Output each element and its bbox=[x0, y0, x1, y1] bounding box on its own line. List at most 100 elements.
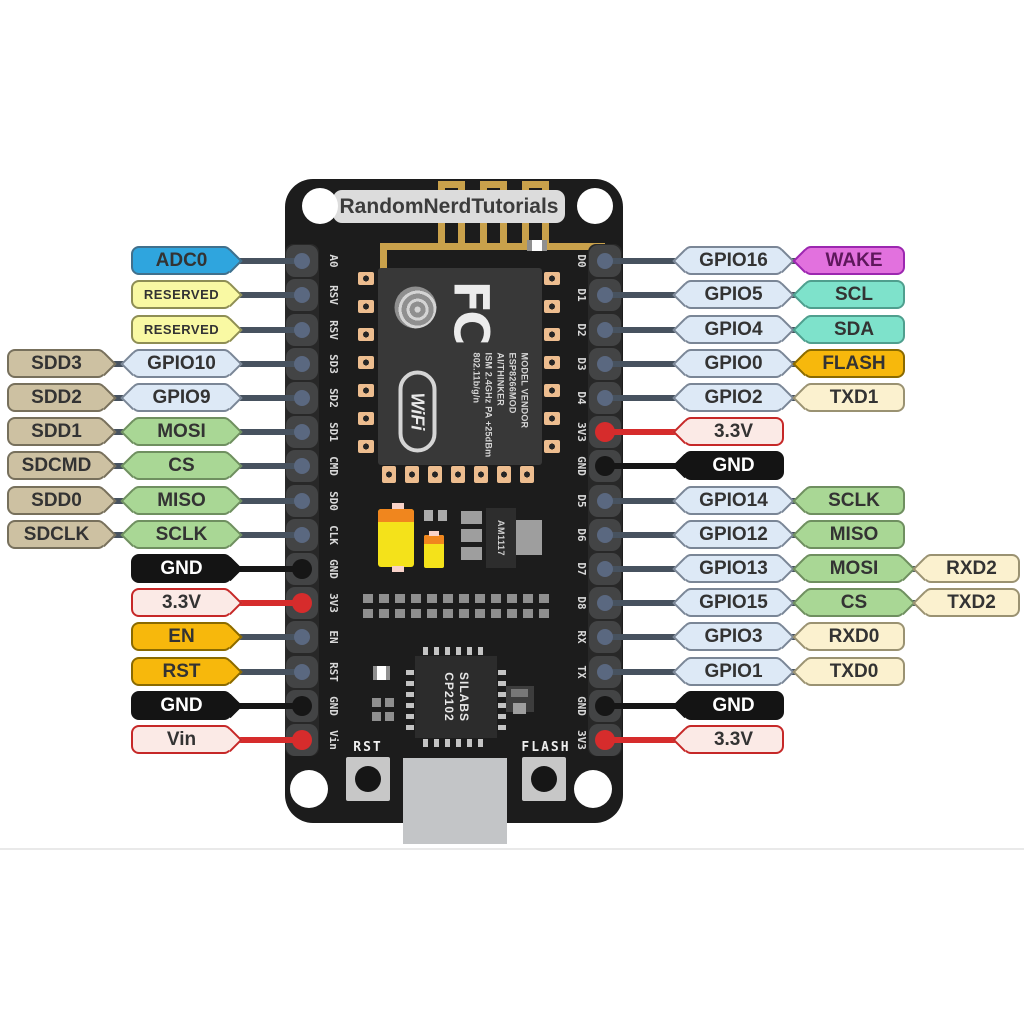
antenna-trace bbox=[438, 181, 465, 188]
link-wire bbox=[100, 429, 136, 435]
pin-wire bbox=[604, 258, 688, 264]
power-dot bbox=[292, 593, 312, 613]
silk-label: D5 bbox=[575, 494, 588, 508]
silk-label: D2 bbox=[575, 323, 588, 337]
pin-label-primary: GPIO14 bbox=[683, 486, 784, 515]
link-wire bbox=[100, 395, 136, 401]
module-pad bbox=[497, 466, 511, 483]
silk-label: D7 bbox=[575, 562, 588, 576]
pin-wire bbox=[224, 669, 304, 675]
pin-label-primary: GPIO3 bbox=[683, 622, 784, 651]
pin-label-primary: GPIO5 bbox=[683, 280, 784, 309]
resistor bbox=[424, 510, 433, 521]
pin-label-primary: GPIO16 bbox=[683, 246, 784, 275]
usb-uart-chip-label: SILABS CP2102 bbox=[442, 671, 471, 722]
solder-pad bbox=[385, 698, 394, 707]
solder-pads-row bbox=[363, 609, 555, 618]
antenna-trace bbox=[380, 243, 387, 273]
chip-pins bbox=[498, 664, 506, 730]
pin-hole bbox=[294, 629, 310, 645]
pin-label-primary: MISO bbox=[131, 486, 232, 515]
pin-hole bbox=[294, 493, 310, 509]
link-wire bbox=[100, 498, 136, 504]
power-led bbox=[527, 240, 547, 251]
pin-label-secondary: SDA bbox=[803, 315, 905, 344]
pin-label-primary: GPIO10 bbox=[131, 349, 232, 378]
pin-label-primary: GND bbox=[683, 451, 784, 480]
module-pad bbox=[544, 300, 560, 313]
pin-label-primary: GPIO4 bbox=[683, 315, 784, 344]
pin-wire bbox=[604, 395, 688, 401]
pin-wire bbox=[604, 634, 688, 640]
module-pad bbox=[358, 440, 374, 453]
flash-button-label: FLASH bbox=[521, 740, 571, 755]
silk-label: GND bbox=[575, 696, 588, 716]
capacitor-terminal bbox=[429, 531, 439, 536]
pin-wire bbox=[604, 669, 688, 675]
pin-label-secondary: WAKE bbox=[803, 246, 905, 275]
pin-hole bbox=[294, 390, 310, 406]
pin-hole bbox=[597, 253, 613, 269]
silk-label: SD2 bbox=[327, 388, 340, 408]
esp8266-module: FC MODEL VENDOR ESP8266MOD AI/THINKER IS… bbox=[378, 268, 542, 465]
chip-pins bbox=[423, 739, 489, 747]
pin-label-primary: GPIO0 bbox=[683, 349, 784, 378]
regulator-pin bbox=[461, 529, 482, 542]
pin-label-secondary: FLASH bbox=[803, 349, 905, 378]
pin-hole bbox=[294, 458, 310, 474]
silk-label: SD1 bbox=[327, 422, 340, 442]
reset-button-cap bbox=[355, 766, 381, 792]
silk-label: EN bbox=[327, 630, 340, 644]
power-dot bbox=[595, 422, 615, 442]
module-pad bbox=[544, 328, 560, 341]
pin-hole bbox=[294, 322, 310, 338]
module-text: MODEL VENDOR ESP8266MOD AI/THINKER ISM 2… bbox=[471, 352, 530, 458]
silk-label: RSV bbox=[327, 320, 340, 340]
power-wire bbox=[604, 737, 688, 743]
pin-label-secondary: SDD2 bbox=[7, 383, 106, 412]
silk-label: D6 bbox=[575, 528, 588, 542]
pin-label-secondary: SCL bbox=[803, 280, 905, 309]
pin-wire bbox=[224, 395, 304, 401]
pin-label-tertiary: TXD2 bbox=[923, 588, 1020, 617]
flash-button-cap bbox=[531, 766, 557, 792]
pin-label-secondary: SDD0 bbox=[7, 486, 106, 515]
pin-label-primary: MOSI bbox=[131, 417, 232, 446]
resistor bbox=[438, 510, 447, 521]
module-pad bbox=[405, 466, 419, 483]
module-pad bbox=[358, 412, 374, 425]
silk-label: D8 bbox=[575, 596, 588, 610]
pin-label-primary: GPIO13 bbox=[683, 554, 784, 583]
power-dot bbox=[595, 730, 615, 750]
module-pad bbox=[544, 440, 560, 453]
pin-hole bbox=[597, 561, 613, 577]
pin-hole bbox=[294, 664, 310, 680]
silk-label: GND bbox=[327, 696, 340, 716]
silk-label: SD0 bbox=[327, 491, 340, 511]
silk-label: 3V3 bbox=[575, 422, 588, 442]
regulator-tab bbox=[516, 520, 542, 555]
pin-label-primary: 3.3V bbox=[683, 417, 784, 446]
status-led bbox=[373, 666, 390, 680]
solder-pad bbox=[372, 698, 381, 707]
pin-wire bbox=[224, 532, 304, 538]
pin-label-primary: GPIO1 bbox=[683, 657, 784, 686]
regulator-pin bbox=[461, 511, 482, 524]
antenna-trace bbox=[522, 181, 549, 188]
image-edge-line bbox=[0, 848, 1024, 850]
pin-label-tertiary: RXD2 bbox=[923, 554, 1020, 583]
silk-label: D1 bbox=[575, 288, 588, 302]
pin-label-primary: RESERVED bbox=[131, 315, 232, 344]
module-pad bbox=[544, 384, 560, 397]
silk-label: A0 bbox=[327, 254, 340, 268]
module-silkscreen: FC MODEL VENDOR ESP8266MOD AI/THINKER IS… bbox=[379, 269, 543, 466]
silk-label: GND bbox=[327, 559, 340, 579]
gnd-wire bbox=[224, 703, 304, 709]
pin-hole bbox=[597, 356, 613, 372]
gnd-dot bbox=[292, 696, 312, 716]
pin-label-secondary: SCLK bbox=[803, 486, 905, 515]
pin-label-secondary: MOSI bbox=[803, 554, 905, 583]
pin-hole bbox=[597, 322, 613, 338]
capacitor-stripe bbox=[424, 535, 444, 544]
pin-label-primary: Vin bbox=[131, 725, 232, 754]
